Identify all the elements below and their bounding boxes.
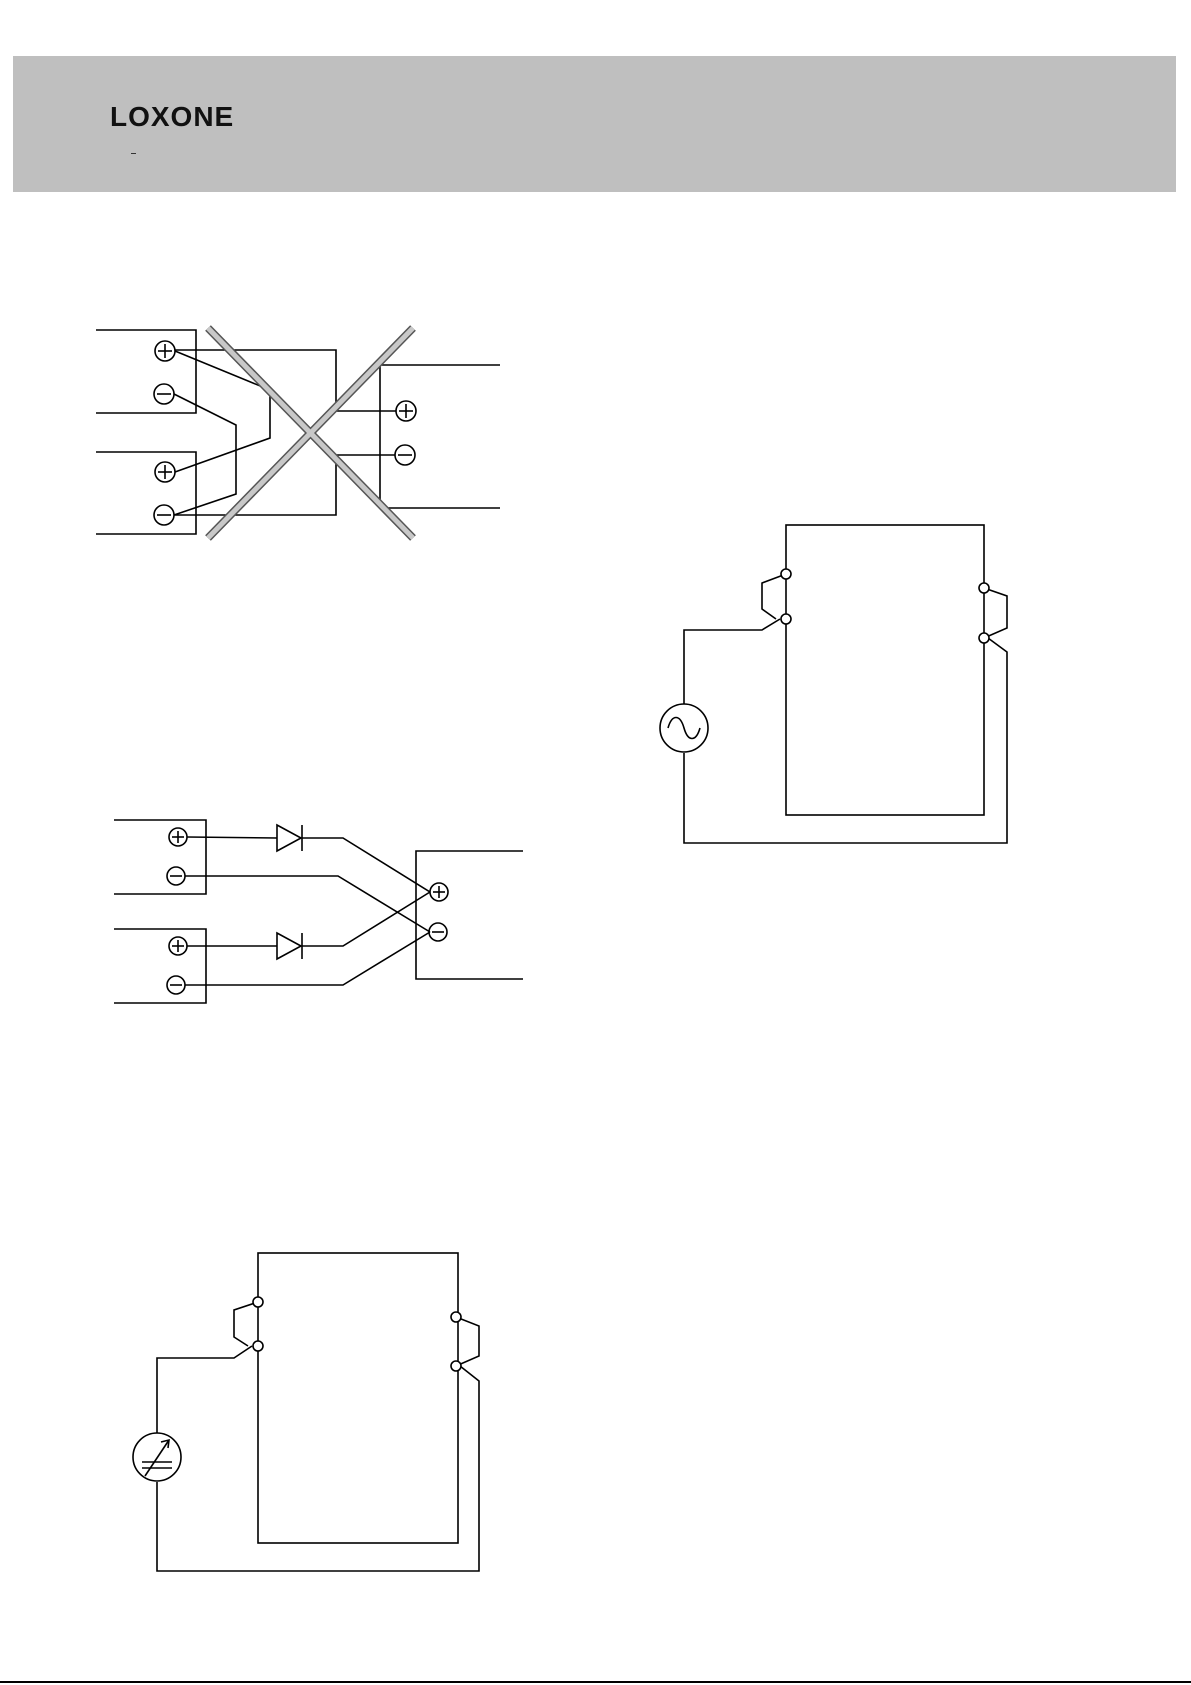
ac-source-symbol — [660, 704, 708, 752]
wire — [185, 932, 430, 985]
wire — [234, 1302, 258, 1346]
terminal — [781, 614, 791, 624]
terminal — [781, 569, 791, 579]
wire — [762, 574, 786, 619]
minus-terminal — [167, 867, 185, 885]
wire — [684, 638, 1007, 843]
source-box-1 — [114, 820, 206, 894]
wire — [187, 837, 277, 838]
diode-symbol — [277, 933, 302, 959]
diagram-ac-source — [660, 525, 1007, 843]
terminal — [451, 1312, 461, 1322]
source-box-2 — [114, 929, 206, 1003]
wire — [157, 1366, 479, 1571]
source-box-1 — [96, 330, 196, 413]
diagram-diode-parallel — [114, 820, 523, 1003]
plus-terminal — [169, 828, 187, 846]
footer-rule — [0, 1681, 1191, 1683]
load-box — [416, 851, 523, 979]
device-box — [786, 525, 984, 815]
terminal — [253, 1297, 263, 1307]
load-box — [380, 365, 500, 508]
minus-terminal — [154, 384, 174, 404]
cross-out-mark-fill — [208, 328, 413, 538]
terminal — [451, 1361, 461, 1371]
wire — [302, 892, 430, 946]
wire — [456, 1317, 479, 1366]
minus-terminal — [395, 445, 415, 465]
plus-terminal — [169, 937, 187, 955]
plus-terminal — [155, 341, 175, 361]
plus-terminal — [396, 401, 416, 421]
wire — [684, 619, 780, 704]
minus-terminal — [167, 976, 185, 994]
minus-terminal — [154, 505, 174, 525]
plus-terminal — [430, 883, 448, 901]
variable-source-symbol — [133, 1433, 181, 1481]
wire — [185, 876, 430, 932]
diode-symbol — [277, 825, 302, 851]
wire — [157, 1346, 252, 1433]
wire — [984, 588, 1007, 638]
wire — [175, 351, 270, 472]
wire — [302, 838, 430, 892]
terminal — [979, 633, 989, 643]
diagram-variable-source — [133, 1253, 479, 1571]
minus-terminal — [429, 923, 447, 941]
plus-terminal — [155, 462, 175, 482]
source-box-2 — [96, 452, 196, 534]
device-box — [258, 1253, 458, 1543]
terminal — [979, 583, 989, 593]
diagram-wrong-parallel — [96, 328, 500, 538]
terminal — [253, 1341, 263, 1351]
wire — [174, 394, 236, 515]
